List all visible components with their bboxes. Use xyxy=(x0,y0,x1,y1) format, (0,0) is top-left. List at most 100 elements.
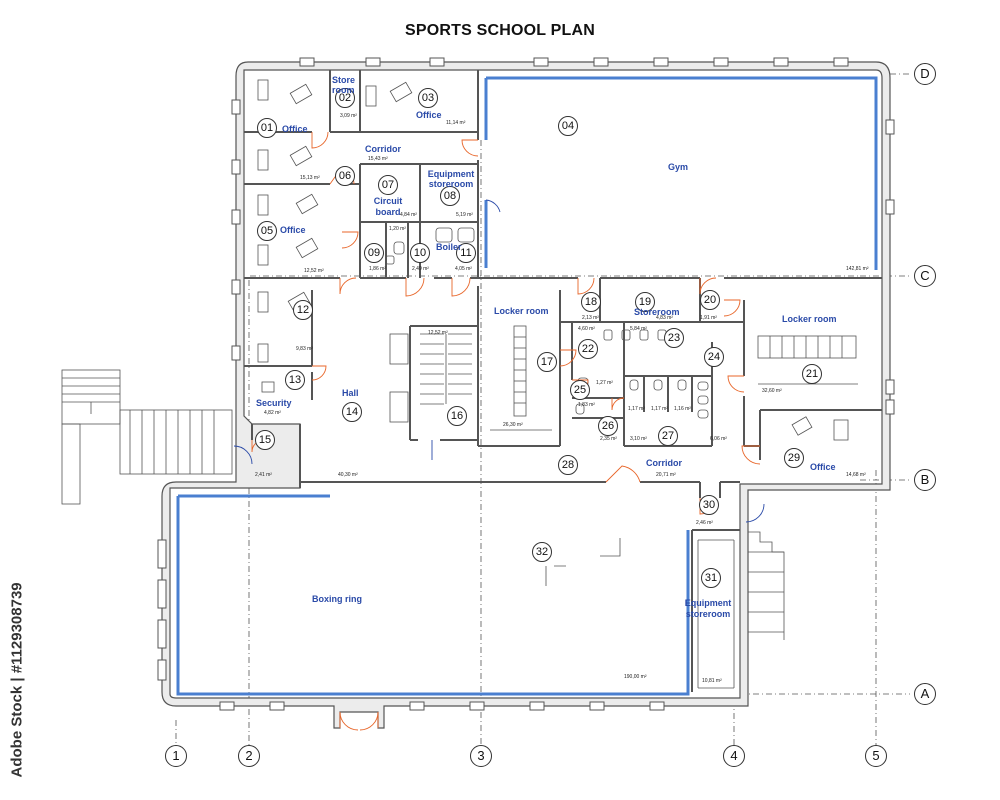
watermark-text: Adobe Stock | #1129308739 xyxy=(8,582,26,778)
room-number-14: 14 xyxy=(342,402,362,422)
plan-title: SPORTS SCHOOL PLAN xyxy=(405,22,595,39)
room-area-27: 3,10 m² xyxy=(630,436,647,442)
room-number-11: 11 xyxy=(456,243,476,263)
room-number-08: 08 xyxy=(440,186,460,206)
axis-b: B xyxy=(914,469,936,491)
room-area-04: 142,81 m² xyxy=(846,266,869,272)
room-number-18: 18 xyxy=(581,292,601,312)
window-marks xyxy=(157,57,895,711)
room-area-05: 12,52 m² xyxy=(304,268,324,274)
room-area-wc1: 1,17 m² xyxy=(628,406,645,412)
room-area-01: 15,13 m² xyxy=(300,175,320,181)
room-label-02: Store room xyxy=(332,75,356,95)
room-area-29: 14,68 m² xyxy=(846,472,866,478)
room-label-21: Locker room xyxy=(782,314,837,324)
room-label-17: Locker room xyxy=(494,306,549,316)
room-label-03: Office xyxy=(416,110,442,120)
glazing xyxy=(176,76,878,696)
room-number-12: 12 xyxy=(293,300,313,320)
room-number-16: 16 xyxy=(447,406,467,426)
axis-d: D xyxy=(914,63,936,85)
room-label-32: Boxing ring xyxy=(312,594,362,604)
room-area-21: 32,60 m² xyxy=(762,388,782,394)
room-label-01: Office xyxy=(282,124,308,134)
room-number-07: 07 xyxy=(378,175,398,195)
room-area-02: 3,09 m² xyxy=(340,113,357,119)
room-area-14: 40,30 m² xyxy=(338,472,358,478)
room-area-wc3: 1,16 m² xyxy=(674,406,691,412)
room-label-11: Boiler xyxy=(436,242,462,252)
room-label-14: Hall xyxy=(342,388,359,398)
room-area-32: 190,00 m² xyxy=(624,674,647,680)
stairs xyxy=(61,333,785,689)
stock-watermark: Adobe Stock | #1129308739 xyxy=(2,552,32,792)
axis-5: 5 xyxy=(865,745,887,767)
room-number-23: 23 xyxy=(664,328,684,348)
room-number-10: 10 xyxy=(410,243,430,263)
room-number-31: 31 xyxy=(701,568,721,588)
axis-c: C xyxy=(914,265,936,287)
room-number-06: 06 xyxy=(335,166,355,186)
room-area-03: 11,14 m² xyxy=(446,120,466,126)
room-number-30: 30 xyxy=(699,495,719,515)
room-area-small-a: 1,20 m² xyxy=(389,226,406,232)
room-area-11: 4,05 m² xyxy=(455,266,472,272)
room-area-24: 6,06 m² xyxy=(710,436,727,442)
room-number-02: 02 xyxy=(335,88,355,108)
room-area-13: 4,82 m² xyxy=(264,410,281,416)
room-area-31: 10,81 m² xyxy=(702,678,722,684)
room-area-09: 1,86 m² xyxy=(369,266,386,272)
room-area-08: 5,19 m² xyxy=(456,212,473,218)
room-label-29: Office xyxy=(810,462,836,472)
room-number-29: 29 xyxy=(784,448,804,468)
room-number-13: 13 xyxy=(285,370,305,390)
room-label-31: Equipment storeroom xyxy=(684,598,732,619)
room-number-04: 04 xyxy=(558,116,578,136)
room-area-wc2: 1,17 m² xyxy=(651,406,668,412)
room-label-06: Corridor xyxy=(365,144,401,154)
interior-walls xyxy=(244,70,882,692)
room-area-26: 1,83 m² xyxy=(578,402,595,408)
room-area-23: 5,84 m² xyxy=(630,326,647,332)
room-number-21: 21 xyxy=(802,364,822,384)
room-area-19: 4,83 m² xyxy=(656,315,673,321)
room-label-07: Circuit board xyxy=(373,196,403,217)
room-label-04: Gym xyxy=(668,162,689,172)
room-number-28: 28 xyxy=(558,455,578,475)
lockers xyxy=(490,325,858,431)
room-area-06: 15,43 m² xyxy=(368,156,388,162)
room-area-12: 9,83 m² xyxy=(296,346,313,352)
room-number-17: 17 xyxy=(537,352,557,372)
room-area-30: 2,46 m² xyxy=(696,520,713,526)
room-number-20: 20 xyxy=(700,290,720,310)
room-number-32: 32 xyxy=(532,542,552,562)
room-area-25: 1,27 m² xyxy=(596,380,613,386)
doors xyxy=(251,131,761,731)
room-label-19: Storeroom xyxy=(634,307,680,317)
room-number-24: 24 xyxy=(704,347,724,367)
room-number-01: 01 xyxy=(257,118,277,138)
room-label-08: Equipment storeroom xyxy=(427,169,475,189)
blue-doors xyxy=(233,199,765,523)
room-number-26: 26 xyxy=(598,416,618,436)
room-label-13: Security xyxy=(256,398,292,408)
room-number-22: 22 xyxy=(578,339,598,359)
axis-2: 2 xyxy=(238,745,260,767)
room-area-20: 1,91 m² xyxy=(700,315,717,321)
room-area-22: 4,60 m² xyxy=(578,326,595,332)
room-area-17: 26,30 m² xyxy=(503,422,523,428)
axis-4: 4 xyxy=(723,745,745,767)
room-area-16: 12,52 m² xyxy=(428,330,448,336)
axis-1: 1 xyxy=(165,745,187,767)
room-area-07: 4,84 m² xyxy=(400,212,417,218)
room-area-26b: 2,35 m² xyxy=(600,436,617,442)
room-number-19: 19 xyxy=(635,292,655,312)
room-label-05: Office xyxy=(280,225,306,235)
room-area-28: 20,71 m² xyxy=(656,472,676,478)
room-area-10: 2,49 m² xyxy=(412,266,429,272)
room-number-27: 27 xyxy=(658,426,678,446)
axis-3: 3 xyxy=(470,745,492,767)
furniture xyxy=(257,79,849,586)
room-label-28: Corridor xyxy=(646,458,682,468)
